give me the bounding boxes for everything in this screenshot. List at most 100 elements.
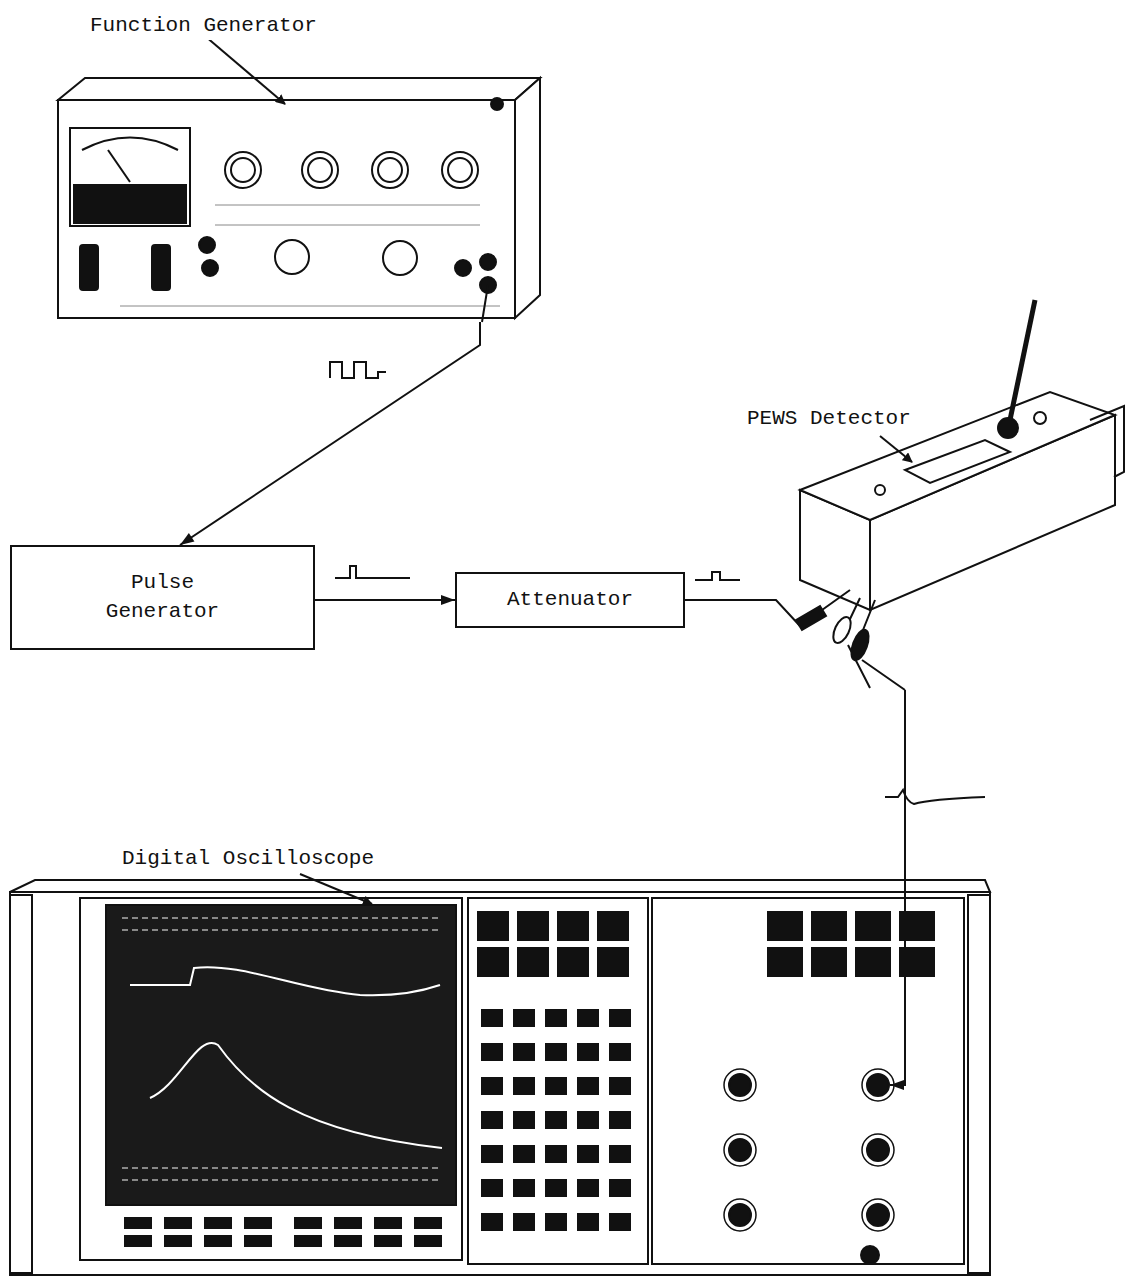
soft-button	[245, 1236, 271, 1246]
case-side	[515, 78, 540, 318]
indicator	[491, 98, 503, 110]
function-generator-drawing	[58, 36, 540, 322]
probe-body	[830, 614, 855, 645]
equipment-node: Digital Oscilloscope	[10, 840, 890, 1280]
knob	[275, 240, 309, 274]
key-button	[578, 1112, 598, 1128]
terminal	[152, 245, 170, 290]
key-button	[514, 1078, 534, 1094]
soft-button	[165, 1218, 191, 1228]
pews-detector-drawing	[745, 300, 1124, 690]
wire-line	[685, 599, 745, 601]
key-button	[546, 1112, 566, 1128]
meter-scale	[82, 138, 178, 151]
signal-wire	[180, 322, 480, 545]
key-button	[546, 1214, 566, 1230]
pulse-symbol	[335, 566, 410, 578]
equipment-node: Function Generator	[55, 10, 545, 322]
channel-knob	[867, 1204, 889, 1226]
arrowhead	[180, 533, 194, 545]
channel-knob	[867, 1074, 889, 1096]
key-button	[546, 1010, 566, 1026]
key-button	[514, 1044, 534, 1060]
key-button	[578, 1010, 598, 1026]
key-button	[478, 912, 508, 940]
key-button	[518, 912, 548, 940]
knob-ring	[862, 1199, 894, 1231]
jack	[480, 254, 496, 270]
leader-arrow	[300, 874, 372, 904]
key-button	[514, 1112, 534, 1128]
key-button	[514, 1180, 534, 1196]
key-button	[578, 1214, 598, 1230]
soft-button	[125, 1218, 151, 1228]
knob-ring	[724, 1069, 756, 1101]
knob	[442, 152, 478, 188]
key-button	[610, 1078, 630, 1094]
key-button	[768, 912, 802, 940]
key-button	[546, 1078, 566, 1094]
wire-line	[315, 599, 455, 601]
trace	[130, 967, 440, 995]
jack	[455, 260, 471, 276]
knob-ring	[862, 1069, 894, 1101]
soft-button	[335, 1218, 361, 1228]
equipment-node: PEWS Detector	[745, 405, 1120, 690]
handle	[10, 895, 32, 1273]
signal-wire	[685, 600, 745, 601]
arrowhead	[441, 595, 455, 605]
control-panel	[652, 898, 964, 1264]
key-button	[812, 912, 846, 940]
equipment-label: Function Generator	[88, 12, 319, 40]
soft-button	[125, 1236, 151, 1246]
key-button	[558, 948, 588, 976]
square-wave-symbol	[330, 362, 386, 378]
equipment-label: Digital Oscilloscope	[120, 845, 376, 873]
knob	[448, 158, 472, 182]
key-button	[598, 948, 628, 976]
soft-button	[295, 1236, 321, 1246]
key-button	[610, 1214, 630, 1230]
soft-button	[245, 1218, 271, 1228]
key-button	[482, 1146, 502, 1162]
oscilloscope-drawing	[10, 874, 990, 1275]
box-label: Attenuator	[507, 586, 633, 614]
case-top	[10, 880, 990, 892]
knob	[372, 152, 408, 188]
wire-line	[890, 690, 905, 1085]
handle	[968, 895, 990, 1273]
key-button	[546, 1146, 566, 1162]
bezel	[80, 898, 462, 1260]
antenna	[1010, 300, 1035, 420]
knob-ring	[724, 1199, 756, 1231]
process-box: Attenuator	[455, 572, 685, 628]
key-button	[482, 1214, 502, 1230]
trace	[150, 1043, 442, 1148]
soft-button	[295, 1218, 321, 1228]
key-button	[478, 948, 508, 976]
screw	[875, 485, 885, 495]
pulse-symbol	[695, 572, 740, 580]
key-button	[610, 1044, 630, 1060]
key-button	[610, 1112, 630, 1128]
meter-base	[74, 185, 186, 223]
soft-button	[375, 1218, 401, 1228]
channel-knob	[729, 1204, 751, 1226]
case-front	[58, 100, 515, 318]
channel-knob	[867, 1139, 889, 1161]
signal-wire	[315, 595, 455, 605]
switch	[202, 260, 218, 276]
key-button	[578, 1078, 598, 1094]
meter-needle	[108, 150, 130, 182]
knob	[302, 152, 338, 188]
response-symbol	[885, 790, 985, 804]
key-button	[482, 1112, 502, 1128]
keypad-panel	[468, 898, 648, 1264]
key-button	[482, 1044, 502, 1060]
soft-button	[205, 1218, 231, 1228]
case-top	[58, 78, 540, 100]
case-front	[10, 892, 990, 1275]
knob	[308, 158, 332, 182]
probe-cable	[745, 600, 800, 626]
key-button	[558, 912, 588, 940]
